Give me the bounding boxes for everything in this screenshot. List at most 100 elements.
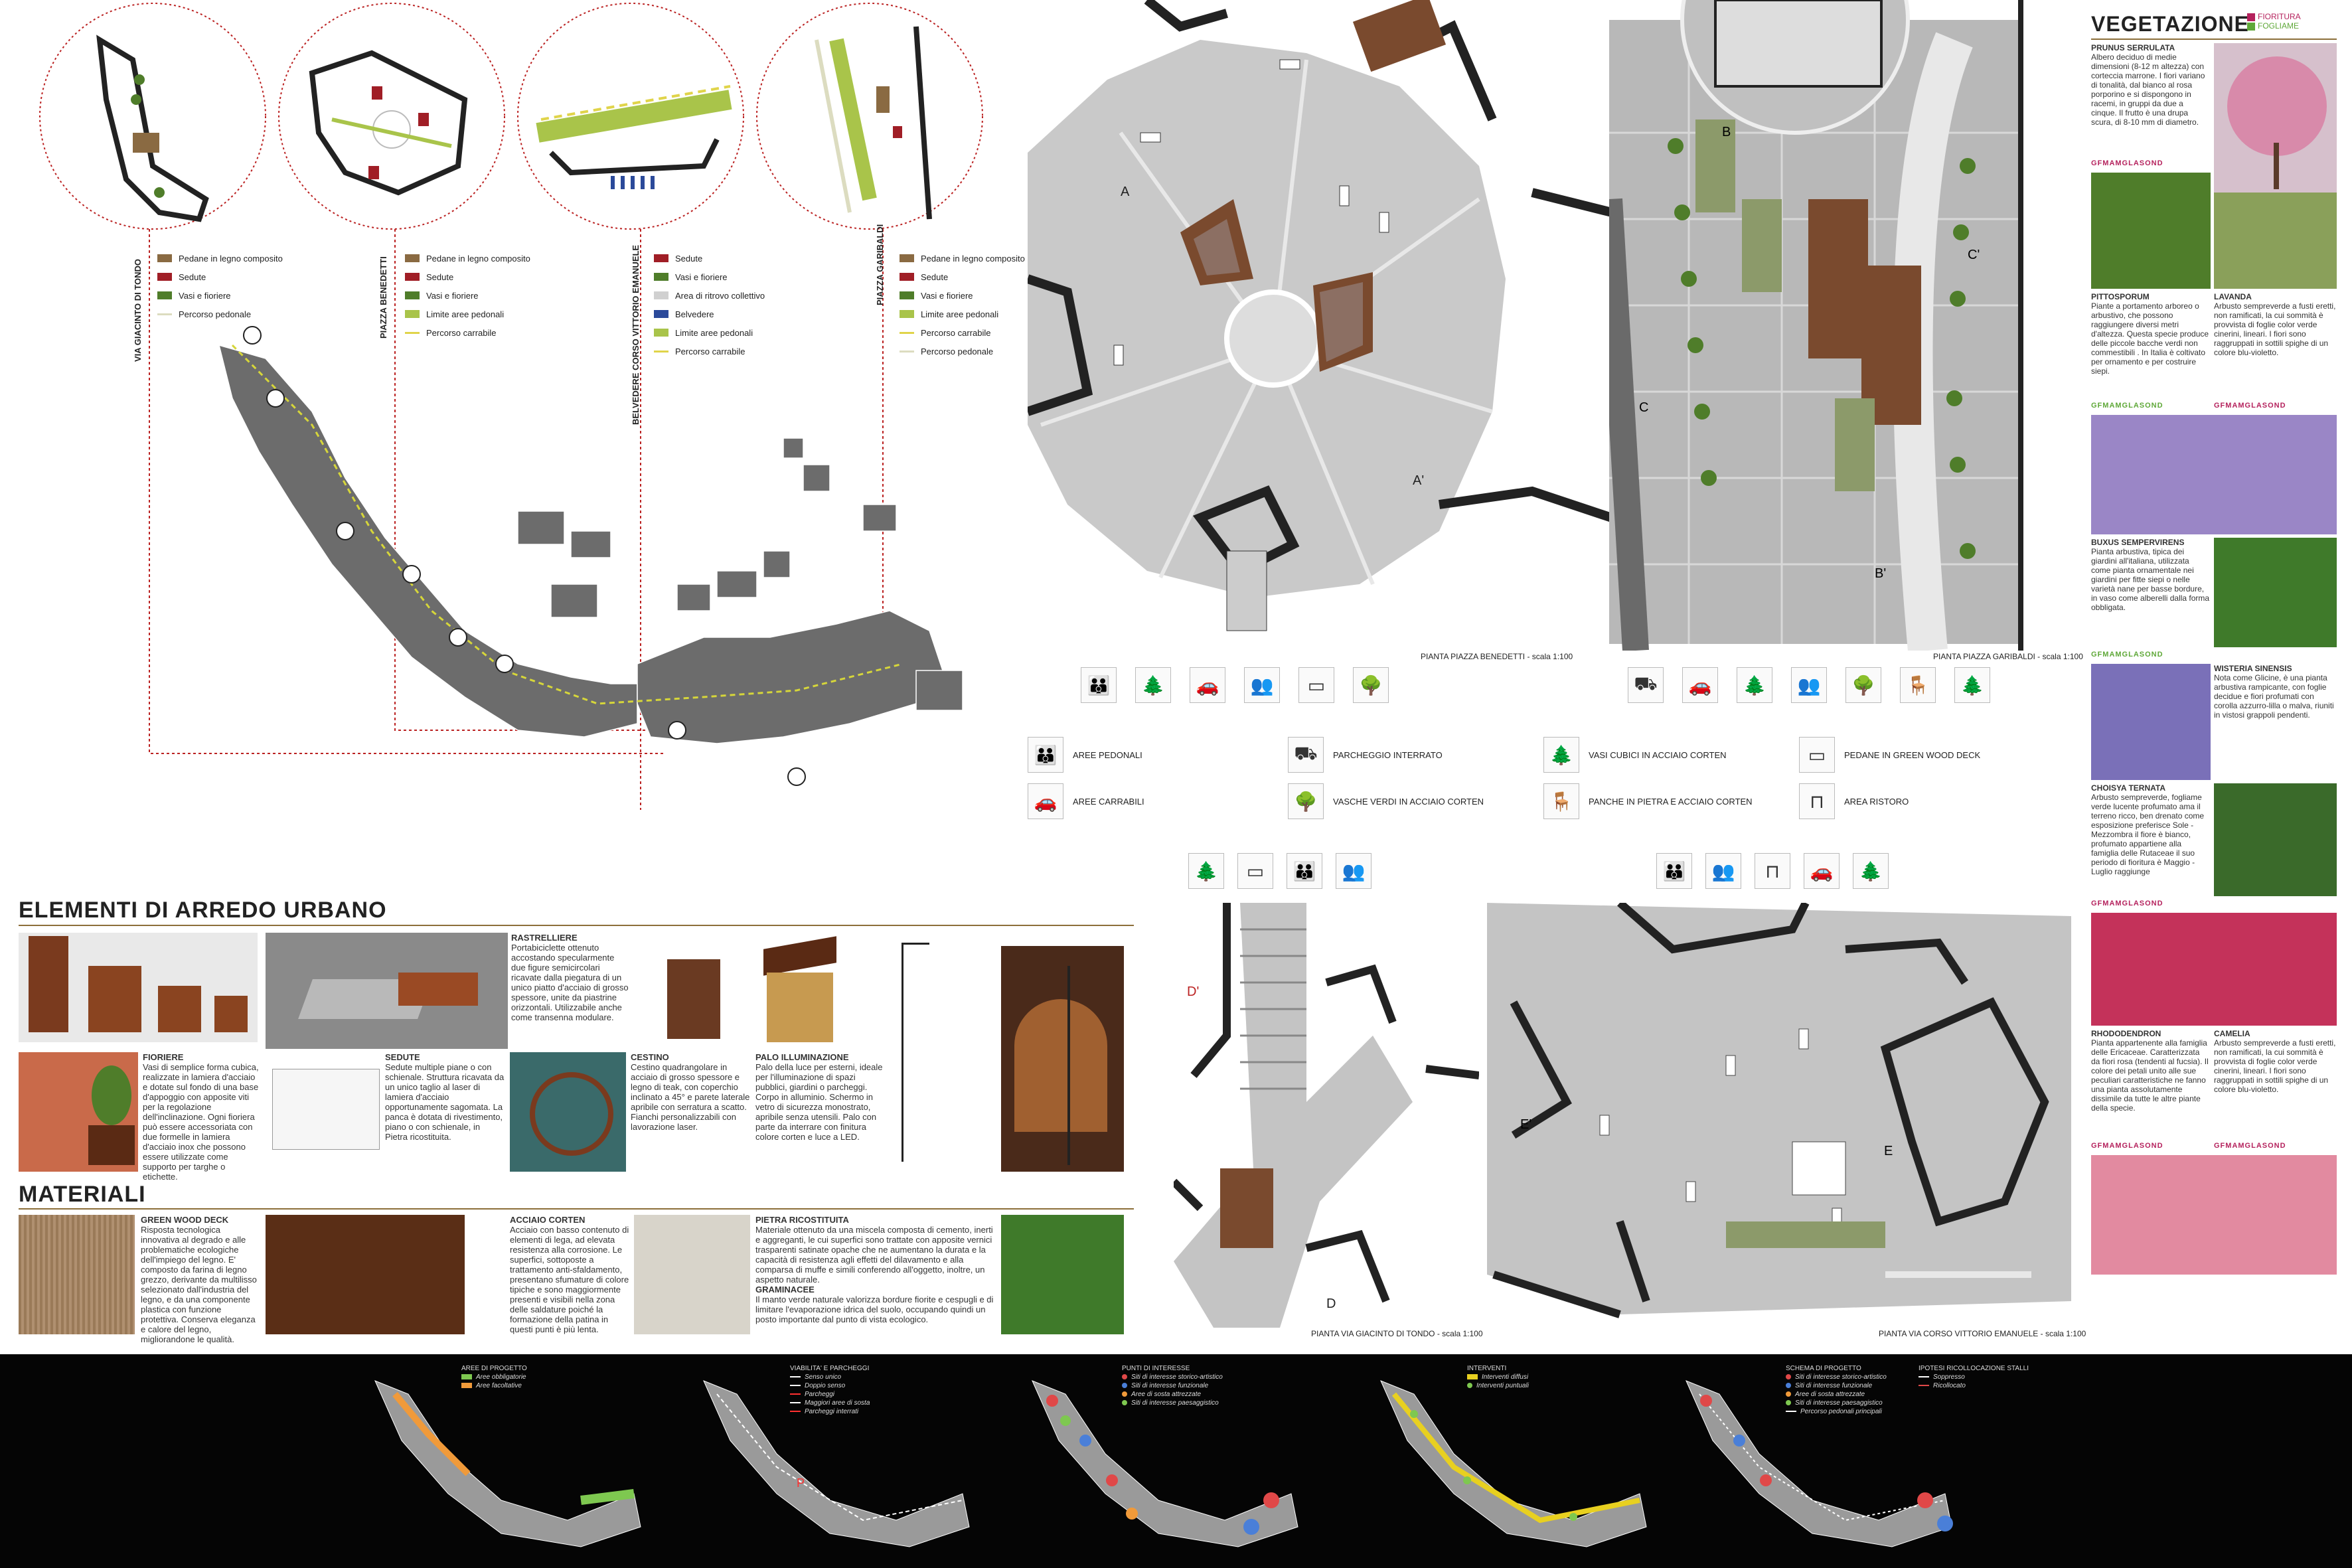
legend-label: Siti di interesse storico-artistico bbox=[1795, 1373, 1887, 1381]
legend-row: Sedute bbox=[405, 268, 530, 286]
legend-row: Siti di interesse paesaggistico bbox=[1122, 1399, 1223, 1407]
tree-pot-icon: 🌲 bbox=[1954, 667, 1990, 703]
legend-label: Parcheggi bbox=[805, 1391, 835, 1398]
legend-swatch bbox=[900, 331, 914, 334]
plan-label-giacinto: PIANTA VIA GIACINTO DI TONDO - scala 1:1… bbox=[1311, 1329, 1483, 1338]
legend-swatch bbox=[900, 291, 914, 299]
deck-icon: ▭ bbox=[1799, 737, 1835, 773]
phenology-prunus: GFMAMGLASOND bbox=[2091, 159, 2163, 167]
key-item: ▭PEDANE IN GREEN WOOD DECK bbox=[1799, 737, 1980, 773]
lavanda-photo bbox=[2091, 415, 2337, 534]
key-label: PARCHEGGIO INTERRATO bbox=[1333, 749, 1443, 760]
legend-swatch bbox=[157, 291, 172, 299]
legend-swatch bbox=[1122, 1383, 1127, 1389]
section-mark-e: E bbox=[1884, 1144, 1893, 1158]
pedestrians-icon: 👪 bbox=[1028, 737, 1063, 773]
legend-label: Siti di interesse paesaggistico bbox=[1131, 1399, 1219, 1407]
arredo-title: ELEMENTI DI ARREDO URBANO bbox=[19, 898, 387, 923]
people-icon: 👥 bbox=[1336, 853, 1372, 889]
legend-label: Maggiori aree di sosta bbox=[805, 1399, 870, 1407]
vegetazione-title-rule bbox=[2091, 39, 2337, 40]
legend-swatch bbox=[405, 291, 420, 299]
legend-label: Siti di interesse storico-artistico bbox=[1131, 1373, 1223, 1381]
legend-swatch bbox=[405, 331, 420, 334]
legend-swatch bbox=[1122, 1400, 1127, 1406]
legend-row: Aree facoltative bbox=[461, 1381, 527, 1390]
plant-text: Albero deciduo di medie dimensioni (8-12… bbox=[2091, 52, 2205, 127]
materiali-heading: ACCIAIO CORTEN bbox=[510, 1215, 586, 1225]
lamp-night-photo bbox=[1001, 946, 1124, 1172]
plan-label-vittorio: PIANTA VIA CORSO VITTORIO EMANUELE - sca… bbox=[1879, 1329, 2086, 1338]
key-label: AREA RISTORO bbox=[1844, 796, 1909, 807]
legend-swatch bbox=[790, 1411, 801, 1413]
legend-swatch bbox=[157, 254, 172, 262]
legend-swatch bbox=[1786, 1374, 1791, 1380]
legend-row: Siti di interesse funzionale bbox=[1122, 1381, 1223, 1390]
plant-text: Nota come Glicine, è una pianta arbustiv… bbox=[2214, 673, 2334, 720]
months-label: GFMAMGLASOND bbox=[2091, 900, 2163, 907]
legend-row: Vasi e fioriere bbox=[900, 286, 1025, 305]
legend-title-via-giacinto: VIA GIACINTO DI TONDO bbox=[133, 258, 143, 362]
tree-pot-icon: 🌳 bbox=[1353, 667, 1389, 703]
legend-label: FIORITURA bbox=[2258, 12, 2301, 21]
legend-row: Ricollocato bbox=[1919, 1381, 2029, 1390]
analysis-legend-2: VIABILITA' E PARCHEGGI Senso unico Doppi… bbox=[790, 1364, 870, 1416]
months-label: GFMAMGLASOND bbox=[2091, 651, 2163, 659]
legend-row: Parcheggi interrati bbox=[790, 1407, 870, 1416]
wood-deck-texture bbox=[19, 1215, 135, 1334]
key-item: 👪AREE PEDONALI bbox=[1028, 737, 1142, 773]
legend-row: Siti di interesse storico-artistico bbox=[1786, 1373, 1887, 1381]
parking-icon: ⛟ bbox=[1628, 667, 1664, 703]
key-item: 🚗AREE CARRABILI bbox=[1028, 783, 1144, 819]
stone-texture bbox=[634, 1215, 750, 1334]
parking-marker: P bbox=[797, 1476, 805, 1490]
legend-row: Percorso pedonale bbox=[157, 305, 283, 323]
car-icon: 🚗 bbox=[1190, 667, 1225, 703]
legend-swatch bbox=[900, 254, 914, 262]
legend-label: Aree di sosta attrezzate bbox=[1131, 1391, 1202, 1398]
parking-icon: ⛟ bbox=[1288, 737, 1324, 773]
legend-label: Sedute bbox=[426, 272, 454, 282]
inset-circle-belvedere bbox=[517, 3, 744, 230]
inset-circle-piazza-benedetti bbox=[278, 3, 505, 230]
arredo-text: Cestino quadrangolare in acciaio di gros… bbox=[631, 1062, 750, 1132]
legend-title: PUNTI DI INTERESSE bbox=[1122, 1365, 1190, 1372]
legend-label: Aree facoltative bbox=[476, 1382, 522, 1389]
legend-row: Parcheggi bbox=[790, 1390, 870, 1399]
section-mark-d: D bbox=[1326, 1296, 1336, 1311]
deck-icon: ▭ bbox=[1237, 853, 1273, 889]
legend-label: Percorso pedonale bbox=[921, 346, 994, 356]
legend-row: Percorso carrabile bbox=[654, 342, 765, 360]
legend-label: Percorso carrabile bbox=[675, 346, 745, 356]
plant-name: LAVANDA bbox=[2214, 292, 2252, 301]
legend-row: Percorso pedonale bbox=[900, 342, 1025, 360]
materiali-text: Il manto verde naturale valorizza bordur… bbox=[755, 1294, 994, 1324]
legend-row: Limite aree pedonali bbox=[654, 323, 765, 342]
legend-swatch bbox=[1467, 1383, 1472, 1389]
legend-label: Limite aree pedonali bbox=[675, 327, 753, 338]
phenology-pittosporum: GFMAMGLASOND bbox=[2091, 402, 2163, 410]
key-label: AREE CARRABILI bbox=[1073, 796, 1144, 807]
planter-icon: 🌳 bbox=[1288, 783, 1324, 819]
arredo-heading: SEDUTE bbox=[385, 1052, 420, 1062]
section-mark-d-prime: D' bbox=[1187, 984, 1199, 999]
town-plan-map bbox=[218, 344, 963, 744]
materiali-title: MATERIALI bbox=[19, 1182, 146, 1207]
key-item: 🌲VASI CUBICI IN ACCIAIO CORTEN bbox=[1543, 737, 1727, 773]
arredo-heading: CESTINO bbox=[631, 1052, 669, 1062]
legend-label: Vasi e fioriere bbox=[921, 290, 973, 301]
inset-circle-via-giacinto bbox=[39, 3, 266, 230]
legend-title: SCHEMA DI PROGETTO bbox=[1786, 1365, 1861, 1372]
section-mark-e-prime: E' bbox=[1520, 1117, 1531, 1132]
legend-label: Soppresso bbox=[1933, 1373, 1965, 1381]
legend-row: Pedane in legno composito bbox=[405, 249, 530, 268]
arredo-text: Palo della luce per esterni, ideale per … bbox=[755, 1062, 883, 1142]
legend-title: AREE DI PROGETTO bbox=[461, 1365, 527, 1372]
legend-row: Aree di sosta attrezzate bbox=[1122, 1390, 1223, 1399]
legend-swatch bbox=[2247, 22, 2255, 31]
legend-swatch bbox=[654, 329, 668, 337]
